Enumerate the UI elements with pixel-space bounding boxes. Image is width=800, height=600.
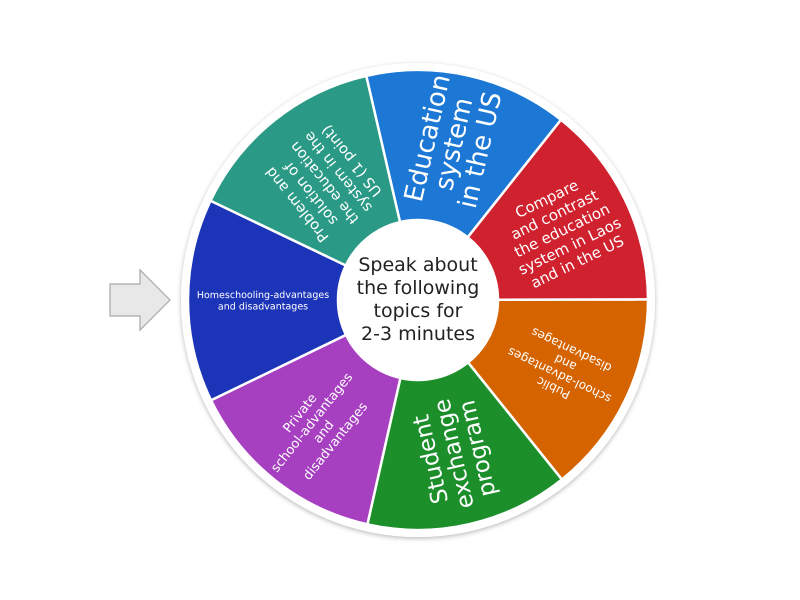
hub-circle[interactable] (338, 220, 498, 380)
pointer-arrow-icon (109, 268, 171, 332)
hub-label-line-3: topics for (374, 300, 463, 322)
hub-label-line-1: Speak about (358, 254, 477, 276)
wheel-segments (186, 68, 650, 532)
hub-label-line-4: 2-3 minutes (361, 323, 475, 345)
hub-label-line-2: the following (357, 277, 480, 299)
segment-label-line: Homeschooling-advantages (197, 290, 329, 301)
hub-label: Speak about the following topics for 2-3… (357, 254, 480, 345)
segment-label-line: and disadvantages (218, 301, 308, 312)
